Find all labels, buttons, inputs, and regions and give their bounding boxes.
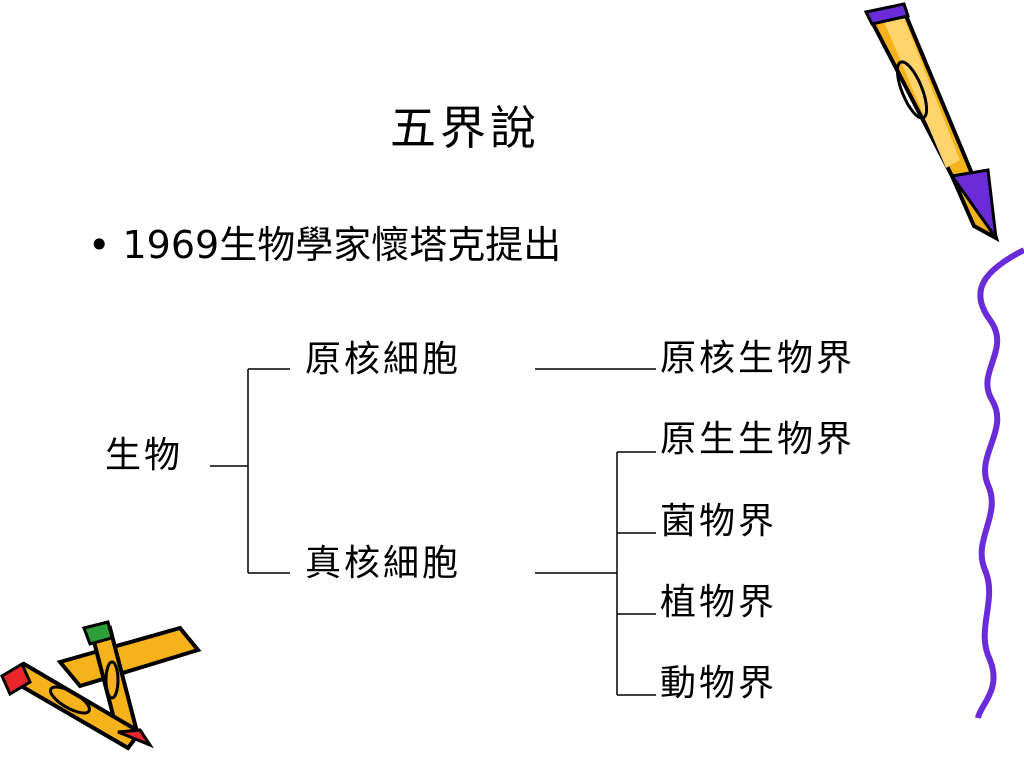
pencil-pair-icon (0, 620, 202, 751)
bullet-text: 生物學家懷塔克提出 (219, 223, 562, 267)
node-root: 生物 (105, 435, 184, 476)
bullet-item: • 1969生物學家懷塔克提出 (88, 214, 561, 269)
pencil-icon (863, 2, 1000, 243)
squiggle-line (975, 247, 1024, 719)
node-prokaryotic-cell: 原核細胞 (305, 339, 462, 380)
node-kingdom-monera: 原核生物界 (660, 338, 856, 379)
node-kingdom-fungi: 菌物界 (660, 501, 778, 542)
node-eukaryotic-cell: 真核細胞 (305, 543, 462, 584)
bullet-marker: • (88, 223, 123, 267)
node-kingdom-animalia: 動物界 (660, 663, 778, 704)
bullet-year: 1969 (122, 223, 220, 267)
page-title: 五界說 (390, 101, 540, 155)
node-kingdom-protista: 原生生物界 (660, 419, 856, 460)
node-kingdom-plantae: 植物界 (660, 582, 778, 623)
